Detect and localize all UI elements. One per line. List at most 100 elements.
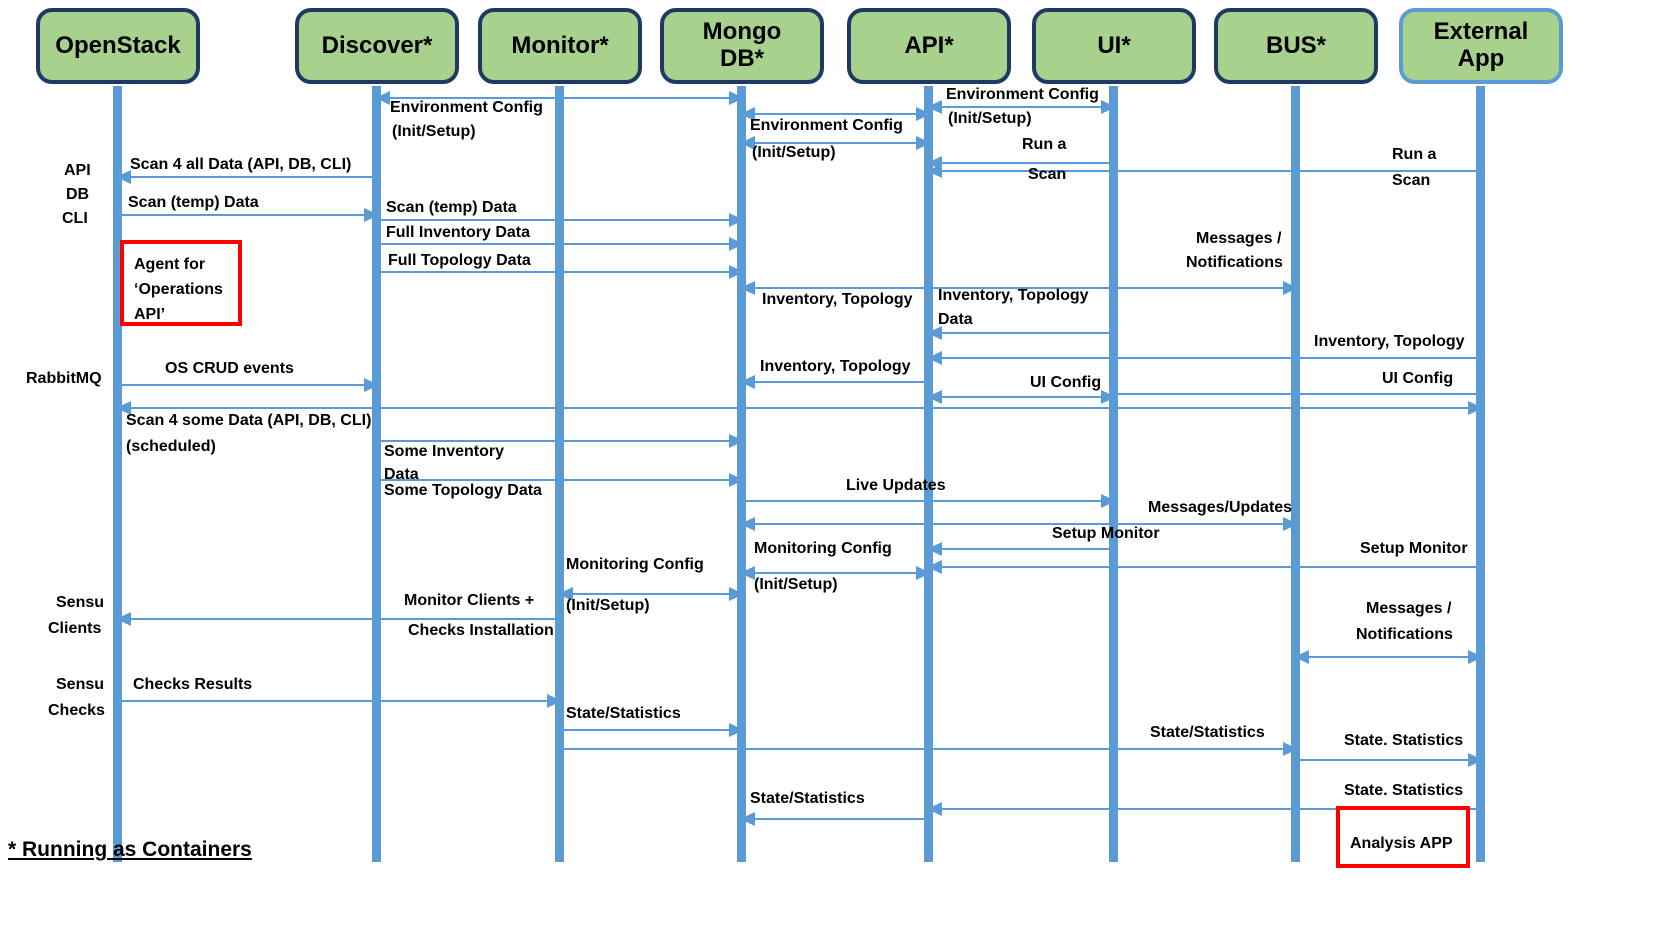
message-arrow-inventory-topology-external-api [927,351,1481,365]
message-label-run-a-scan-ui-api-0: Run a [1022,136,1067,153]
arrowhead-right-icon [729,434,744,448]
arrowhead-left-icon [927,542,942,556]
arrowhead-left-icon [927,802,942,816]
message-arrow-setup-monitor-ui-api [927,542,1114,556]
callout-text-analysis-app: Analysis APP [1350,831,1453,856]
arrowhead-right-icon [1468,401,1483,415]
arrowhead-right-icon [729,237,744,251]
arrowhead-left-icon [558,587,573,601]
message-label-some-inventory-data-1: Data [384,466,419,483]
message-arrow-messages-notifications-bus-external [1294,650,1483,664]
message-label-messages-notifications-bus-external-0: Messages / [1366,600,1452,617]
message-arrow-env-config-api-ui [927,100,1116,114]
arrowhead-left-icon [740,107,755,121]
message-label-live-updates-0: Live Updates [846,477,946,494]
callout-line-agent-operations-api-0: Agent for [134,256,206,273]
message-arrow-scan-4-some-data-scheduled [116,401,1483,415]
callout-line-agent-operations-api-2: API’ [134,306,166,323]
message-arrow-some-topology-data [377,473,744,487]
arrowhead-right-icon [547,694,562,708]
actor-box-openstack: OpenStack [36,8,200,84]
message-arrow-state-statistics-monitor-mongo [560,723,744,737]
arrowhead-right-icon [1283,517,1298,531]
message-label-run-a-scan-external-api-0: Run a [1392,146,1437,163]
arrowhead-right-icon [1101,494,1116,508]
arrowhead-left-icon [927,100,942,114]
callout-line-analysis-app-0: Analysis APP [1350,835,1453,852]
message-label-inventory-topology-external-api-0: Inventory, Topology [1314,333,1465,350]
actor-box-monitor: Monitor* [478,8,642,84]
message-label-inventory-topology-api-mongo-0: Inventory, Topology [760,358,911,375]
arrowhead-right-icon [1468,753,1483,767]
arrowhead-left-icon [116,401,131,415]
message-arrow-env-config-mongo-api-2 [740,136,931,150]
message-label-setup-monitor-ui-api-0: Setup Monitor [1052,525,1160,542]
arrowhead-right-icon [729,587,744,601]
message-label-state-statistics-external-api-0: State. Statistics [1344,782,1464,799]
actor-label-ui: UI* [1097,31,1131,59]
message-label-monitoring-config-monitor-mongo-1: (Init/Setup) [566,597,650,614]
lifeline-ui [1109,86,1118,862]
arrowhead-right-icon [1101,390,1116,404]
message-label-env-config-api-ui-1: (Init/Setup) [948,110,1032,127]
actor-box-api: API* [847,8,1011,84]
message-label-monitor-clients-checks-installation-0: Monitor Clients + [404,592,535,609]
callout-analysis-app: Analysis APP [1336,806,1470,868]
lifeline-monitor [555,86,564,862]
message-label-scan-4-some-data-scheduled-1: (scheduled) [126,438,216,455]
callout-agent-operations-api: Agent for‘Operations API’ [120,240,242,326]
message-label-full-inventory-data-0: Full Inventory Data [386,224,531,241]
message-arrow-scan-temp-data-discover-mongo [377,213,744,227]
side-label-checks: Checks [48,702,105,719]
side-label-db: DB [66,186,90,203]
message-label-monitoring-config-mongo-api-1: (Init/Setup) [754,576,838,593]
actor-box-bus: BUS* [1214,8,1378,84]
message-label-ui-config-ui-external-0: UI Config [1382,370,1454,387]
message-label-env-config-mongo-api-1-0: Environment Config [750,117,903,134]
message-label-inventory-topology-messages-notifications-2: Notifications [1186,254,1283,271]
arrowhead-left-icon [1294,650,1309,664]
arrowhead-left-icon [740,281,755,295]
arrowhead-right-icon [729,265,744,279]
message-arrow-some-inventory-data [377,434,744,448]
side-label-api: API [64,162,91,179]
message-label-state-statistics-bus-external-0: State. Statistics [1344,732,1464,749]
lifeline-discover [372,86,381,862]
message-label-scan-temp-data-openstack-discover-0: Scan (temp) Data [128,194,259,211]
actor-label-external-app: External App [1433,18,1529,72]
message-arrow-monitoring-config-mongo-api [740,566,931,580]
message-label-monitoring-config-monitor-mongo-0: Monitoring Config [566,556,704,573]
arrowhead-left-icon [740,136,755,150]
arrowhead-right-icon [1101,100,1116,114]
arrowhead-left-icon [927,390,942,404]
arrowhead-right-icon [1468,650,1483,664]
arrowhead-left-icon [927,164,942,178]
actor-label-api: API* [904,31,954,59]
message-label-os-crud-events-0: OS CRUD events [165,360,294,377]
message-label-state-statistics-api-mongo-0: State/Statistics [750,790,865,807]
message-label-env-config-api-ui-0: Environment Config [946,86,1099,103]
arrowhead-right-icon [729,723,744,737]
message-label-run-a-scan-external-api-1: Scan [1392,172,1431,189]
message-label-inventory-topology-data-ui-api-1: Data [938,311,973,328]
message-label-env-config-discover-mongo-1: (Init/Setup) [392,123,476,140]
side-label-clients: Clients [48,620,102,637]
message-arrow-live-updates [742,494,1116,508]
actor-label-bus: BUS* [1265,31,1326,59]
actor-label-openstack: OpenStack [55,31,181,59]
message-arrow-env-config-discover-mongo [375,91,744,105]
arrowhead-left-icon [740,812,755,826]
side-label-cli: CLI [62,210,88,227]
arrowhead-left-icon [927,326,942,340]
message-arrow-inventory-topology-messages-notifications [740,281,1298,295]
message-label-some-inventory-data-0: Some Inventory [384,443,505,460]
arrowhead-left-icon [116,170,131,184]
side-label-sensu-1: Sensu [56,594,105,611]
arrowhead-right-icon [916,136,931,150]
message-label-scan-4-some-data-scheduled-0: Scan 4 some Data (API, DB, CLI) [126,412,372,429]
message-arrow-scan-temp-data-openstack-discover [118,208,379,222]
actor-box-ui: UI* [1032,8,1196,84]
message-arrow-run-a-scan-ui-api [927,156,1114,170]
message-label-some-topology-data-0: Some Topology Data [384,482,542,499]
arrowhead-right-icon [1283,742,1298,756]
